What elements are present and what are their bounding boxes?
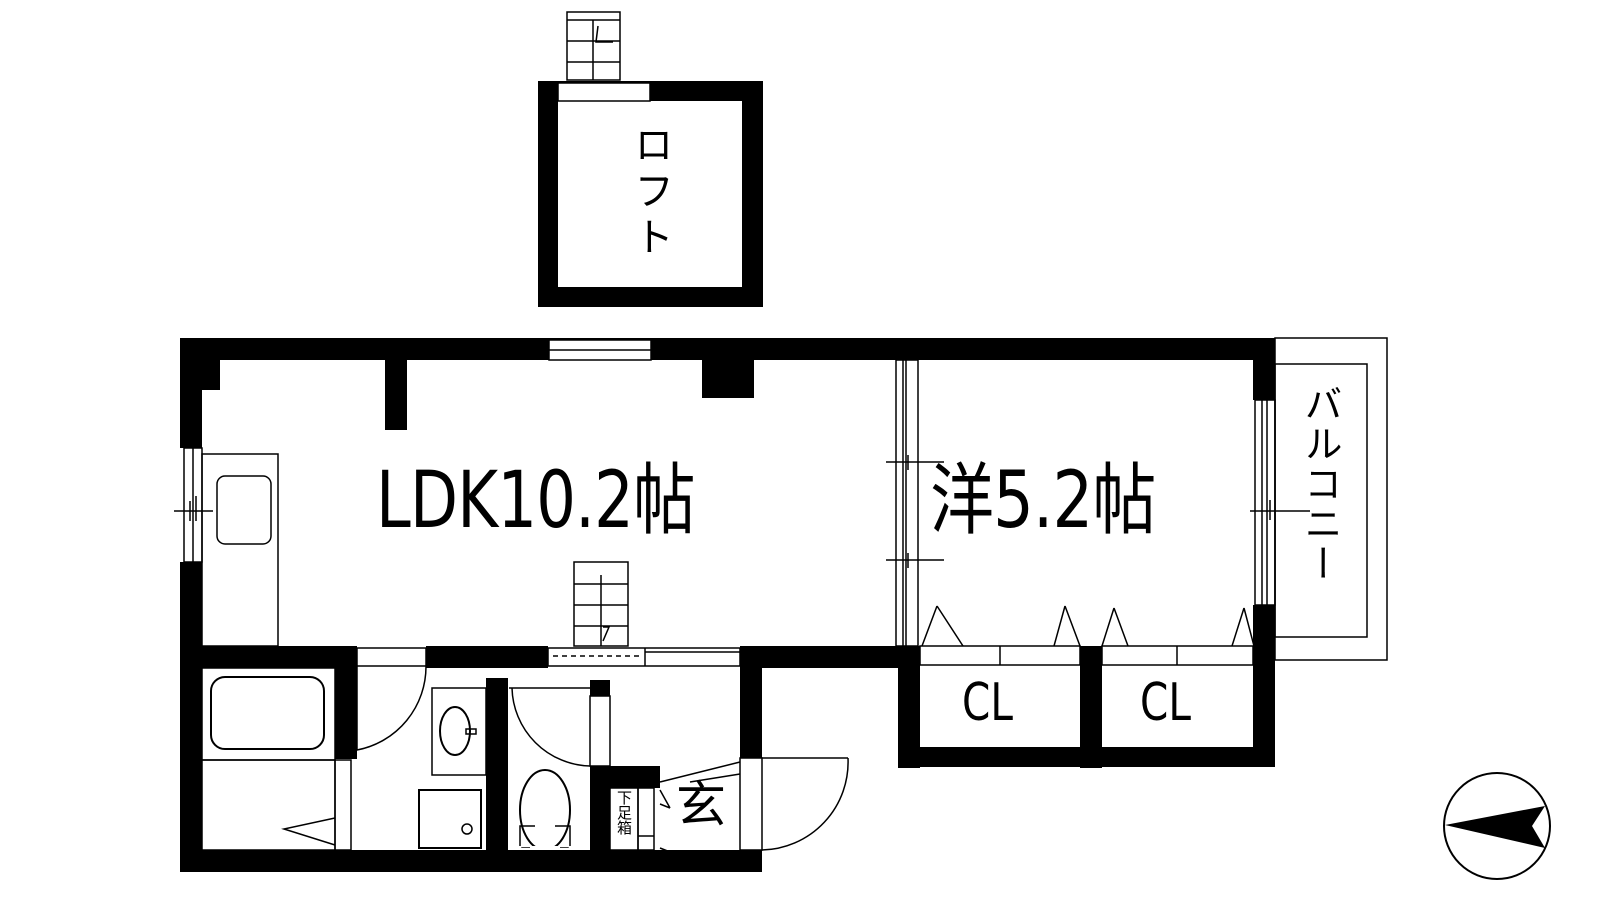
walls [180, 81, 1275, 872]
room-label-ldk: LDK10.2帖 [376, 456, 695, 546]
room-label-loft: ロフト [627, 124, 673, 262]
compass-icon [1443, 772, 1551, 880]
room-label-closet-1: CL [962, 673, 1013, 733]
label-shoe-box: 下足箱 [612, 790, 636, 835]
room-label-balcony: バルコニー [1298, 384, 1342, 584]
room-label-closet-2: CL [1140, 673, 1191, 733]
room-label-entrance: 玄 [676, 776, 726, 834]
room-label-western: 洋5.2帖 [930, 456, 1156, 546]
